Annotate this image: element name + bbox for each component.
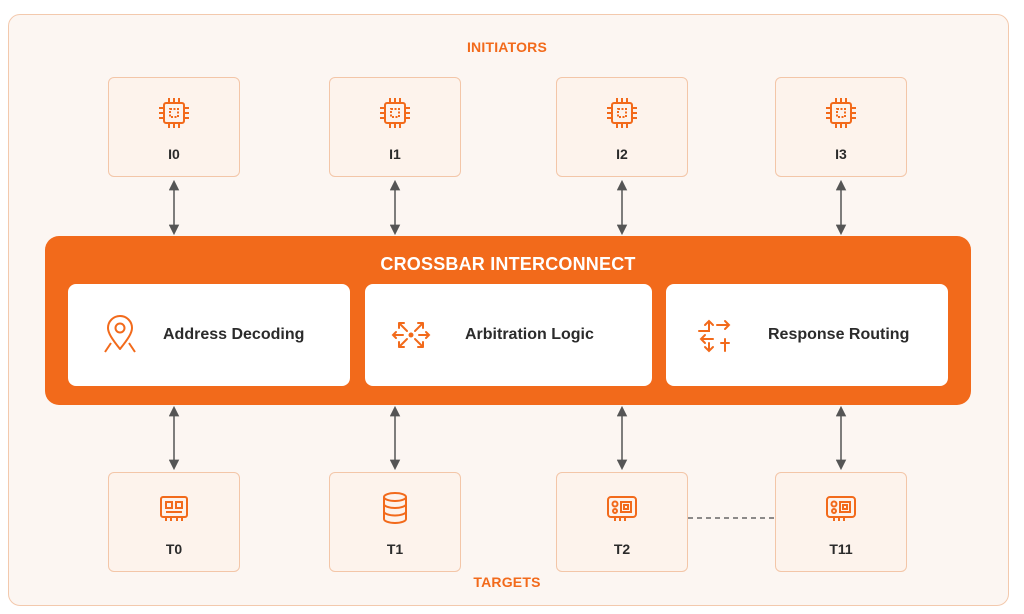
target-node-t0[interactable]: T0 — [108, 472, 240, 572]
arbitration-logic-card[interactable]: Arbitration Logic — [365, 284, 652, 386]
target-label: T1 — [386, 541, 404, 557]
crossbar-title: CROSSBAR INTERCONNECT — [380, 254, 636, 274]
peripheral-card-icon — [826, 496, 856, 521]
cpu-chip-icon — [607, 98, 637, 128]
response-routing-card[interactable]: Response Routing — [666, 284, 948, 386]
arbitration-arrows-icon — [391, 322, 431, 348]
target-label: T0 — [165, 541, 183, 557]
routing-arrows-icon — [698, 319, 731, 353]
initiators-heading: INITIATORS — [466, 39, 548, 55]
memory-module-icon — [160, 496, 188, 521]
target-node-t2[interactable]: T2 — [556, 472, 688, 572]
target-label: T11 — [829, 541, 853, 557]
function-label: Address Decoding — [163, 326, 305, 343]
initiator-node-i1[interactable]: I1 — [329, 77, 461, 177]
peripheral-card-icon — [607, 496, 637, 521]
cpu-chip-icon — [159, 98, 189, 128]
crossbar-interconnect-block: CROSSBAR INTERCONNECT Address Decoding A… — [45, 236, 971, 405]
initiator-label: I2 — [616, 146, 628, 162]
database-icon — [383, 492, 407, 525]
initiator-label: I1 — [389, 146, 401, 162]
location-pin-icon — [104, 315, 136, 353]
target-node-t1[interactable]: T1 — [329, 472, 461, 572]
targets-heading: TARGETS — [473, 574, 541, 590]
cpu-chip-icon — [380, 98, 410, 128]
initiator-node-i2[interactable]: I2 — [556, 77, 688, 177]
function-label: Response Routing — [768, 326, 910, 343]
initiator-node-i0[interactable]: I0 — [108, 77, 240, 177]
cpu-chip-icon — [826, 98, 856, 128]
initiator-node-i3[interactable]: I3 — [775, 77, 907, 177]
initiator-label: I0 — [168, 146, 180, 162]
initiator-label: I3 — [835, 146, 847, 162]
function-label: Arbitration Logic — [465, 326, 594, 343]
address-decoding-card[interactable]: Address Decoding — [68, 284, 350, 386]
target-node-t11[interactable]: T11 — [775, 472, 907, 572]
target-label: T2 — [613, 541, 631, 557]
